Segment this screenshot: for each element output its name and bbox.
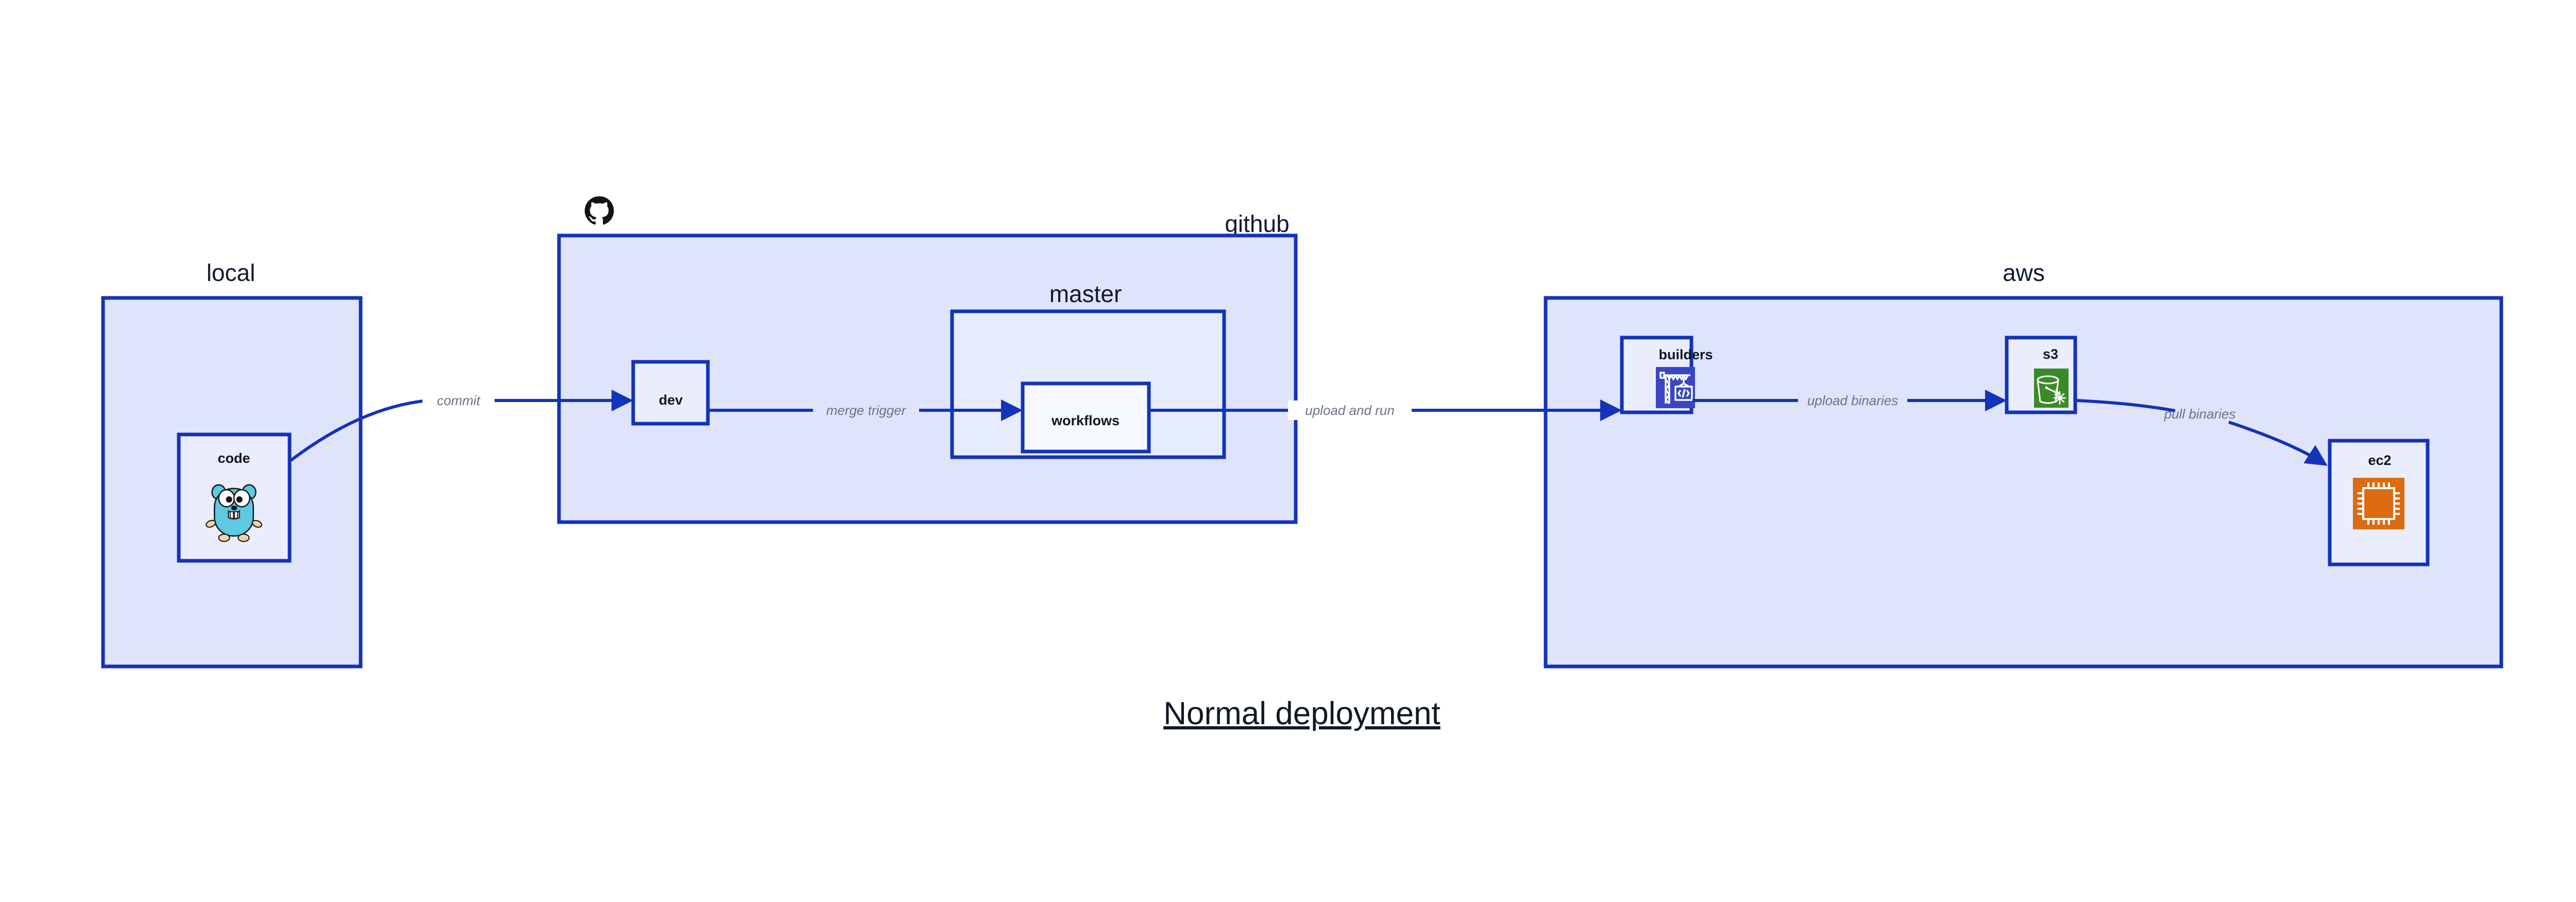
edge-line-s3-ec2-out xyxy=(2228,421,2328,466)
edge-label-upload-and-run: upload and run xyxy=(1305,403,1394,418)
group-github[interactable]: github dev master workflows xyxy=(557,196,1298,524)
node-label-code: code xyxy=(217,450,250,466)
node-label-ec2: ec2 xyxy=(2368,453,2391,468)
group-label-local: local xyxy=(207,259,256,286)
node-box-workflows[interactable] xyxy=(1021,381,1151,454)
edge-line-code-dev-curve xyxy=(289,399,428,463)
node-ec2[interactable]: ec2 xyxy=(2328,439,2430,566)
go-gopher-icon xyxy=(206,484,262,542)
node-dev[interactable]: dev xyxy=(631,360,710,426)
edge-dev-workflows[interactable]: merge trigger xyxy=(709,399,1023,421)
edge-label-bg-commit xyxy=(422,391,495,410)
node-workflows[interactable]: workflows xyxy=(1021,381,1151,454)
edge-label-bg-upload-binaries xyxy=(1798,391,1907,410)
node-label-workflows: workflows xyxy=(1051,413,1120,428)
edge-label-merge-trigger: merge trigger xyxy=(826,403,907,418)
aws-s3-bucket-icon xyxy=(2034,369,2069,408)
edge-label-upload-binaries: upload binaries xyxy=(1807,393,1898,408)
node-label-builders: builders xyxy=(1658,347,1713,362)
aws-builders-crane-icon xyxy=(1656,367,1695,408)
group-aws[interactable]: aws builders xyxy=(1544,259,2503,669)
edge-label-commit: commit xyxy=(437,393,481,408)
node-label-s3: s3 xyxy=(2043,346,2058,362)
edge-builders-s3[interactable]: upload binaries xyxy=(1692,390,2007,411)
node-label-dev: dev xyxy=(659,392,683,408)
group-local[interactable]: local code xyxy=(101,259,363,669)
edge-workflows-builders[interactable]: upload and run xyxy=(1150,399,1622,421)
subgroup-master[interactable]: master workflows xyxy=(950,280,1226,459)
edge-line-s3-ec2-in xyxy=(2076,399,2176,412)
node-code[interactable]: code xyxy=(177,432,292,563)
node-builders[interactable]: builders xyxy=(1620,336,1713,414)
group-label-github: github xyxy=(1225,210,1289,237)
node-box-dev[interactable] xyxy=(631,360,710,426)
subgroup-label-master: master xyxy=(1049,280,1122,307)
edges-layer: commit merge trigger upload and run uplo… xyxy=(289,390,2328,466)
edge-label-bg-merge-trigger xyxy=(813,400,919,420)
edge-code-dev[interactable]: commit xyxy=(289,390,633,463)
edge-label-bg-upload-and-run xyxy=(1288,400,1412,420)
node-s3[interactable]: s3 xyxy=(2005,336,2077,414)
aws-ec2-chip-icon xyxy=(2353,478,2404,529)
diagram-title: Normal deployment xyxy=(1163,696,1440,731)
group-label-aws: aws xyxy=(2003,259,2045,286)
edge-label-pull-binaries: pull binaries xyxy=(2164,406,2236,422)
github-octocat-logo xyxy=(584,196,614,225)
edge-s3-ec2[interactable]: pull binaries xyxy=(2076,399,2328,466)
